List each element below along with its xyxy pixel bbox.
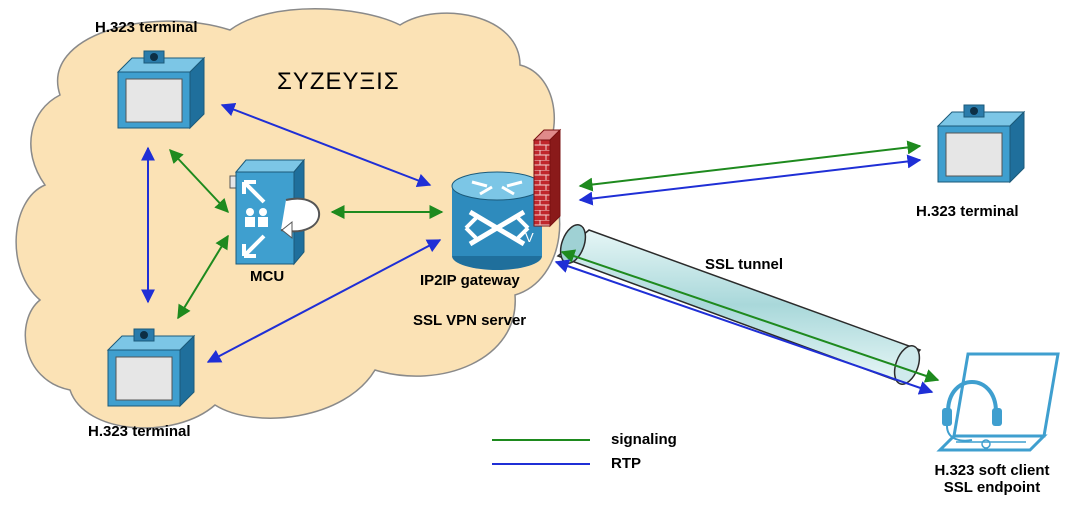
signaling-link-terminal1-mcu xyxy=(169,148,229,214)
cloud-title: ΣΥΖΕΥΞΙΣ xyxy=(277,68,400,95)
terminal-top-left-label: H.323 terminal xyxy=(95,19,198,36)
rtp-link-gateway-soft-client xyxy=(554,259,934,395)
gateway-label: IP2IP gateway xyxy=(420,272,520,289)
video-terminal-icon xyxy=(116,50,206,130)
video-terminal-icon xyxy=(936,104,1026,184)
mcu-label: MCU xyxy=(250,268,285,285)
soft-client-label-line1: H.323 soft client xyxy=(934,462,1050,479)
vpn-server-label: SSL VPN server xyxy=(413,312,527,329)
rtp-link-gateway-terminal-right xyxy=(578,154,922,206)
firewall-icon xyxy=(532,128,562,228)
ssl-tunnel-label: SSL tunnel xyxy=(705,256,784,273)
video-terminal-icon xyxy=(106,328,196,408)
terminal-bottom-left-label: H.323 terminal xyxy=(88,423,191,440)
rtp-link-terminal1-gateway xyxy=(220,102,432,188)
legend-rtp-label: RTP xyxy=(611,455,641,472)
mcu-icon xyxy=(229,158,321,266)
svg-text:V: V xyxy=(525,230,534,245)
router-icon: V xyxy=(451,171,543,270)
terminal-right-label: H.323 terminal xyxy=(916,203,1019,220)
ssl-tunnel xyxy=(556,224,922,385)
signaling-link-mcu-terminal2 xyxy=(177,234,229,320)
soft-client-label: H.323 soft client SSL endpoint xyxy=(917,462,1067,496)
legend-signaling-label: signaling xyxy=(611,431,677,448)
soft-client-label-line2: SSL endpoint xyxy=(943,479,1041,496)
laptop-headset-icon xyxy=(936,352,1060,452)
rtp-link-terminal2-gateway xyxy=(206,239,442,363)
